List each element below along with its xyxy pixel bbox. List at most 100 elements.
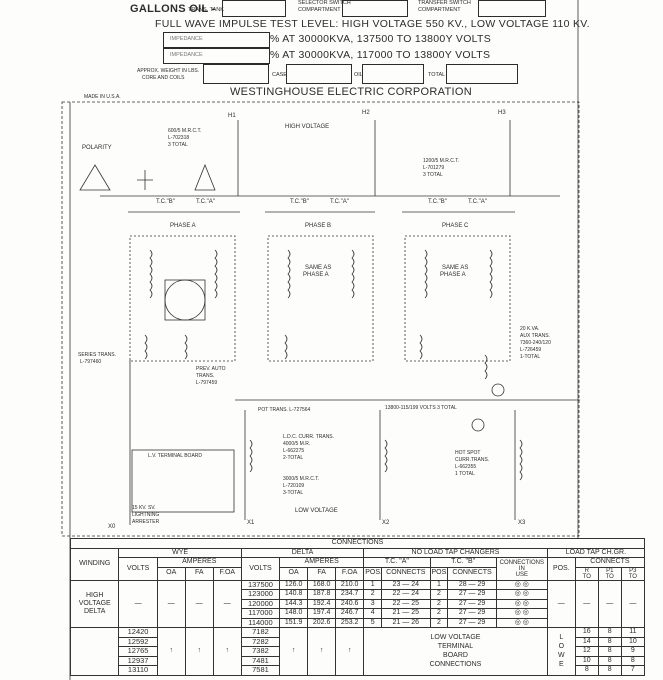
delta-volts-cell: 7382 bbox=[240, 646, 281, 657]
transfer-switch-label: TRANSFER SWITCH bbox=[418, 0, 471, 6]
arrester-2: LIGHTNING bbox=[132, 512, 160, 518]
row-a-conn: 21 — 26 bbox=[381, 617, 431, 628]
row-in-use-icon: ◎ ◎ bbox=[495, 589, 548, 600]
gallons-oil-label: GALLONS OIL - bbox=[130, 3, 216, 15]
delta-volts-cell: 7481 bbox=[240, 655, 281, 666]
row-foa: 234.7 bbox=[335, 589, 365, 600]
lt-cell: 12 bbox=[574, 646, 599, 657]
ct-right-3: 3 TOTAL bbox=[423, 172, 443, 178]
impedance-label-2: IMPEDANCE bbox=[170, 52, 203, 58]
ct3000-3: 3-TOTAL bbox=[283, 490, 304, 496]
wye-volts-cell: 12592 bbox=[118, 636, 158, 647]
lt-cell: 11 bbox=[620, 627, 646, 638]
weight-total-field bbox=[446, 64, 518, 84]
row-in-use-icon: ◎ ◎ bbox=[495, 608, 548, 619]
tcb-pos: POS. bbox=[429, 566, 449, 581]
hv-wye-fa: — bbox=[184, 579, 214, 628]
tc-b-2: T.C."B" bbox=[290, 199, 309, 205]
lt-pos-header: POS. bbox=[546, 557, 576, 581]
made-in-usa: MADE IN U.S.A. bbox=[84, 94, 121, 100]
row-foa: 240.6 bbox=[335, 598, 365, 609]
tcb-header: T.C. "B" bbox=[429, 557, 497, 568]
row-a-pos: 5 bbox=[363, 617, 383, 628]
row-b-conn: 27 — 29 bbox=[447, 589, 497, 600]
weight-case-field bbox=[286, 64, 352, 84]
lt-cell: 10 bbox=[574, 655, 599, 666]
x0-label: X0 bbox=[108, 524, 116, 530]
hv-wye-oa: — bbox=[156, 579, 186, 628]
phase-a-label: PHASE A bbox=[170, 223, 196, 229]
ct3000-2: L-720109 bbox=[283, 483, 305, 489]
phase-b-label: PHASE B bbox=[305, 223, 332, 229]
lv-wye-fa-arrow: ↑ bbox=[184, 627, 214, 676]
transfer-compartment-label: COMPARTMENT bbox=[418, 7, 461, 13]
series-trans-1: SERIES TRANS. bbox=[78, 352, 116, 358]
impedance-line-1: % AT 30000KVA, 137500 TO 13800Y VOLTS bbox=[270, 33, 492, 45]
hot-spot-4: 1 TOTAL bbox=[455, 471, 475, 477]
row-a-pos: 3 bbox=[363, 598, 383, 609]
row-in-use-icon: ◎ ◎ bbox=[495, 579, 548, 590]
row-in-use-icon: ◎ ◎ bbox=[495, 598, 548, 609]
row-volts: 120000 bbox=[240, 598, 281, 609]
hv-lt-r: — bbox=[574, 579, 599, 628]
wye-volts-cell: 12765 bbox=[118, 646, 158, 657]
aux-2: AUX TRANS. bbox=[520, 333, 550, 339]
row-a-conn: 21 — 25 bbox=[381, 608, 431, 619]
row-in-use-icon: ◎ ◎ bbox=[495, 617, 548, 628]
hot-spot-2: CURR.TRANS. bbox=[455, 457, 490, 463]
oil-label: OIL bbox=[354, 72, 363, 78]
polarity-label: POLARITY bbox=[82, 145, 112, 151]
row-foa: 253.2 bbox=[335, 617, 365, 628]
hot-spot-1: HOT SPOT bbox=[455, 450, 481, 456]
weight-label-1: APPROX. WEIGHT IN LBS. bbox=[137, 68, 200, 74]
ct-left-1: 600/5 M.R.C.T. bbox=[168, 128, 202, 134]
same-as-c-2: PHASE A bbox=[440, 272, 466, 278]
load-tap-header: LOAD TAP CH.GR. bbox=[546, 547, 646, 558]
wye-fa: FA bbox=[184, 566, 214, 581]
same-as-b-2: PHASE A bbox=[303, 272, 329, 278]
row-foa: 246.7 bbox=[335, 608, 365, 619]
lt-cell: 8 bbox=[597, 665, 622, 676]
low-voltage-label: LOW VOLTAGE bbox=[295, 508, 338, 514]
h1-label: H1 bbox=[228, 113, 236, 119]
ldc-1: L.D.C. CURR. TRANS. bbox=[283, 434, 335, 440]
h3-label: H3 bbox=[498, 110, 506, 116]
gallons-oil-field bbox=[222, 0, 286, 17]
wye-volts-cell: 12420 bbox=[118, 627, 158, 638]
table-row: 13110 7581 8 8 7 bbox=[71, 665, 646, 676]
prev-auto-1: PREV. AUTO bbox=[196, 366, 226, 372]
weight-oil-field bbox=[362, 64, 424, 84]
company-name: WESTINGHOUSE ELECTRIC CORPORATION bbox=[230, 86, 472, 98]
row-volts: 114000 bbox=[240, 617, 281, 628]
row-volts: 137500 bbox=[240, 579, 281, 590]
transfer-switch-field bbox=[478, 0, 546, 17]
lv-winding-blank bbox=[69, 627, 120, 676]
row-a-pos: 4 bbox=[363, 608, 383, 619]
ct-left-2: L-702318 bbox=[168, 135, 190, 141]
row-b-conn: 27 — 29 bbox=[447, 598, 497, 609]
row-b-pos: 1 bbox=[429, 579, 449, 590]
aux-3: 7360-240/120 bbox=[520, 340, 551, 346]
lv-delta-foa-arrow: ↑ bbox=[335, 627, 365, 676]
impulse-test-line: FULL WAVE IMPULSE TEST LEVEL: HIGH VOLTA… bbox=[155, 18, 590, 30]
total-label: TOTAL bbox=[428, 72, 446, 78]
row-oa: 126.0 bbox=[279, 579, 309, 590]
row-fa: 168.0 bbox=[307, 579, 337, 590]
impedance-field-1 bbox=[163, 32, 270, 48]
tcb-connects: CONNECTS bbox=[447, 566, 497, 581]
hv-lt-p3: — bbox=[620, 579, 646, 628]
no-load-header: NO LOAD TAP CHANGERS bbox=[363, 547, 548, 558]
wye-volts-header: VOLTS bbox=[118, 557, 158, 581]
x1-label: X1 bbox=[247, 520, 255, 526]
wye-oa: OA bbox=[156, 566, 186, 581]
tc-a-2: T.C."A" bbox=[330, 199, 349, 205]
row-b-conn: 28 — 29 bbox=[447, 579, 497, 590]
row-a-conn: 23 — 24 bbox=[381, 579, 431, 590]
ldc-2: 4000/5 M.R. bbox=[283, 441, 311, 447]
